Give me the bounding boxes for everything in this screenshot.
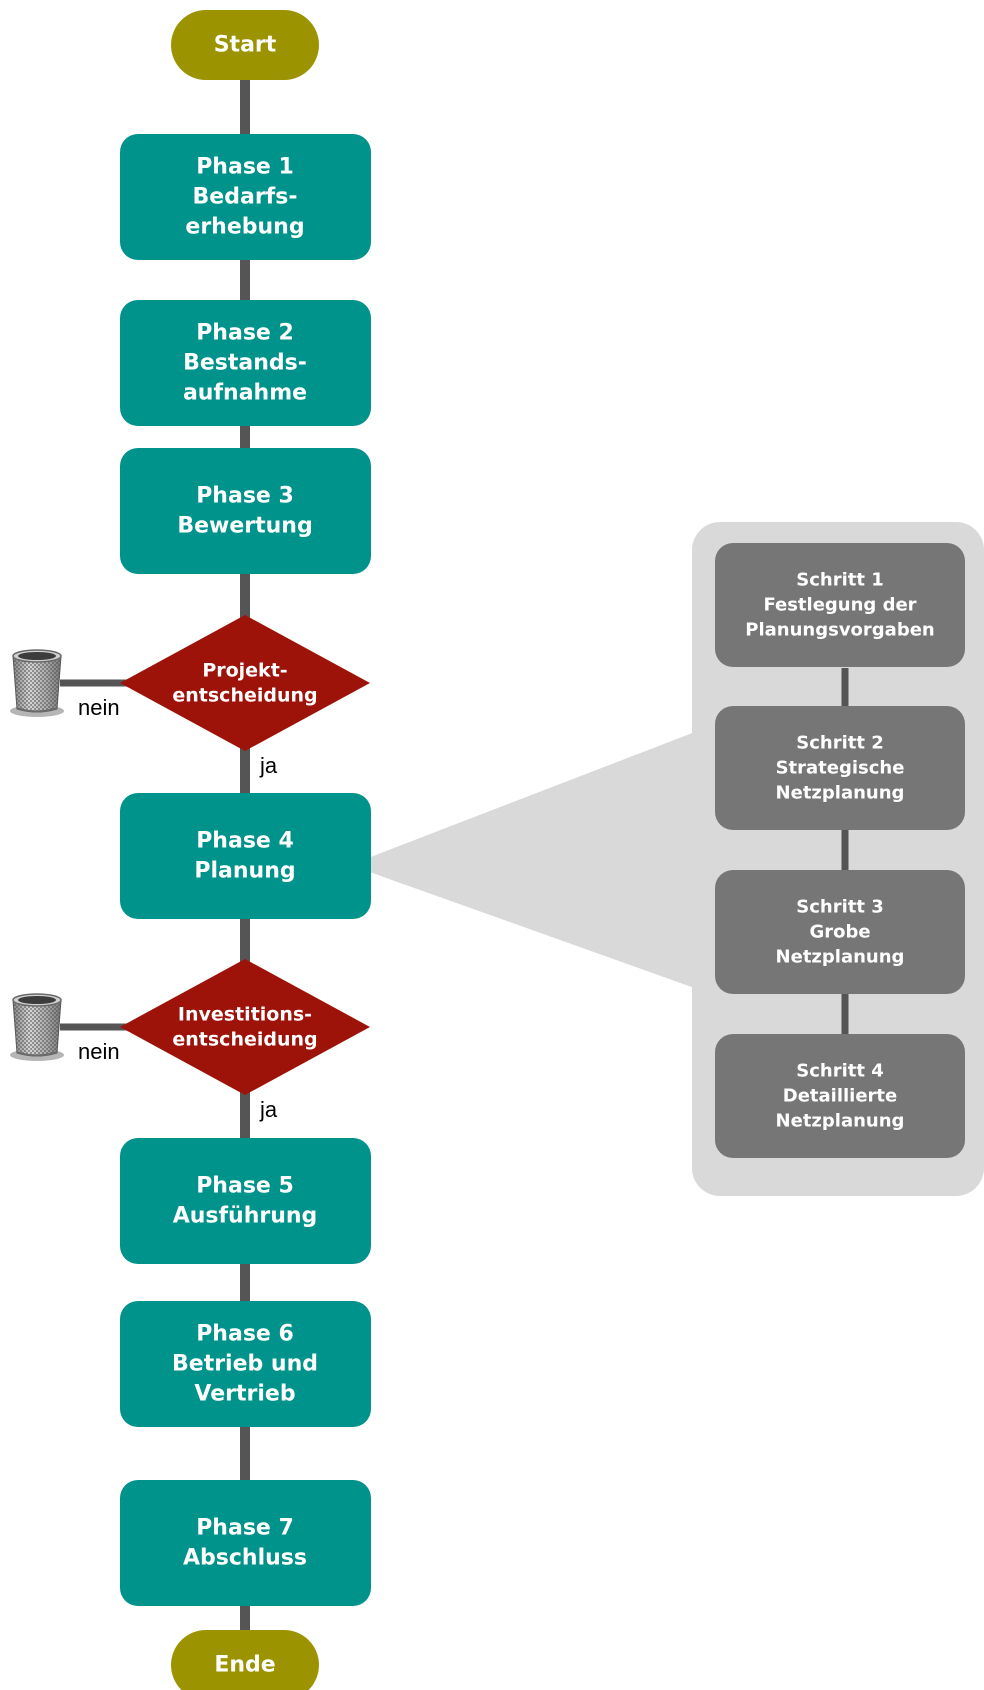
phase-label: Phase 3 <box>196 484 294 509</box>
decision-yes-label: ja <box>259 753 278 778</box>
phase-3-box: Phase 3 Bewertung <box>120 448 371 574</box>
decision-label: Projekt- <box>202 660 287 682</box>
step-label: Schritt 2 <box>796 733 884 754</box>
phase-4-box: Phase 4 Planung <box>120 793 371 919</box>
phase-label: Bestands- <box>183 351 307 376</box>
start-terminal-label: Start <box>214 33 277 58</box>
step-label: Planungsvorgaben <box>745 620 934 641</box>
phase-label: Betrieb und <box>172 1352 318 1377</box>
phase-label: Bewertung <box>177 514 312 539</box>
planning-steps-panel <box>692 522 984 1196</box>
decision-no-label: nein <box>78 1039 120 1064</box>
phase-label: erhebung <box>185 215 304 240</box>
phase-label: Vertrieb <box>194 1382 295 1407</box>
step-label: Schritt 4 <box>796 1061 884 1082</box>
start-terminal: Start <box>171 10 319 80</box>
phase-5-box: Phase 5 Ausführung <box>120 1138 371 1264</box>
decision-1-diamond: Projekt-entscheidung <box>120 615 370 751</box>
decision-label: entscheidung <box>172 1029 317 1051</box>
decision-2-diamond: Investitions-entscheidung <box>120 959 370 1095</box>
step-label: Netzplanung <box>776 947 905 968</box>
step-label: Grobe <box>809 922 870 943</box>
step-label: Festlegung der <box>763 595 916 616</box>
step-label: Netzplanung <box>776 1111 905 1132</box>
phase-label: Phase 6 <box>196 1322 294 1347</box>
step-label: Strategische <box>776 758 905 779</box>
decision-yes-label: ja <box>259 1097 278 1122</box>
step-label: Netzplanung <box>776 783 905 804</box>
phase-7-box: Phase 7 Abschluss <box>120 1480 371 1606</box>
phase-label: Ausführung <box>173 1204 318 1229</box>
phase-2-box: Phase 2 Bestands-aufnahme <box>120 300 371 426</box>
decision-no-label: nein <box>78 695 120 720</box>
zoom-wedge <box>350 730 700 990</box>
phase-label: Planung <box>194 859 295 884</box>
phase-label: Phase 2 <box>196 321 294 346</box>
end-terminal-label: Ende <box>214 1653 275 1678</box>
phase-label: Phase 1 <box>196 155 294 180</box>
decision-label: entscheidung <box>172 685 317 707</box>
end-terminal: Ende <box>171 1630 319 1690</box>
decision-label: Investitions- <box>178 1004 312 1026</box>
phase-label: Phase 5 <box>196 1174 294 1199</box>
phase-label: Abschluss <box>183 1546 307 1571</box>
trash-can-icon <box>10 649 64 717</box>
trash-can-icon <box>10 993 64 1061</box>
step-label: Detaillierte <box>783 1086 897 1107</box>
phase-label: Phase 7 <box>196 1516 294 1541</box>
phase-label: aufnahme <box>183 381 307 406</box>
phase-label: Phase 4 <box>196 829 294 854</box>
step-label: Schritt 3 <box>796 897 884 918</box>
phase-label: Bedarfs- <box>193 185 298 210</box>
phase-1-box: Phase 1 Bedarfs-erhebung <box>120 134 371 260</box>
step-label: Schritt 1 <box>796 570 884 591</box>
